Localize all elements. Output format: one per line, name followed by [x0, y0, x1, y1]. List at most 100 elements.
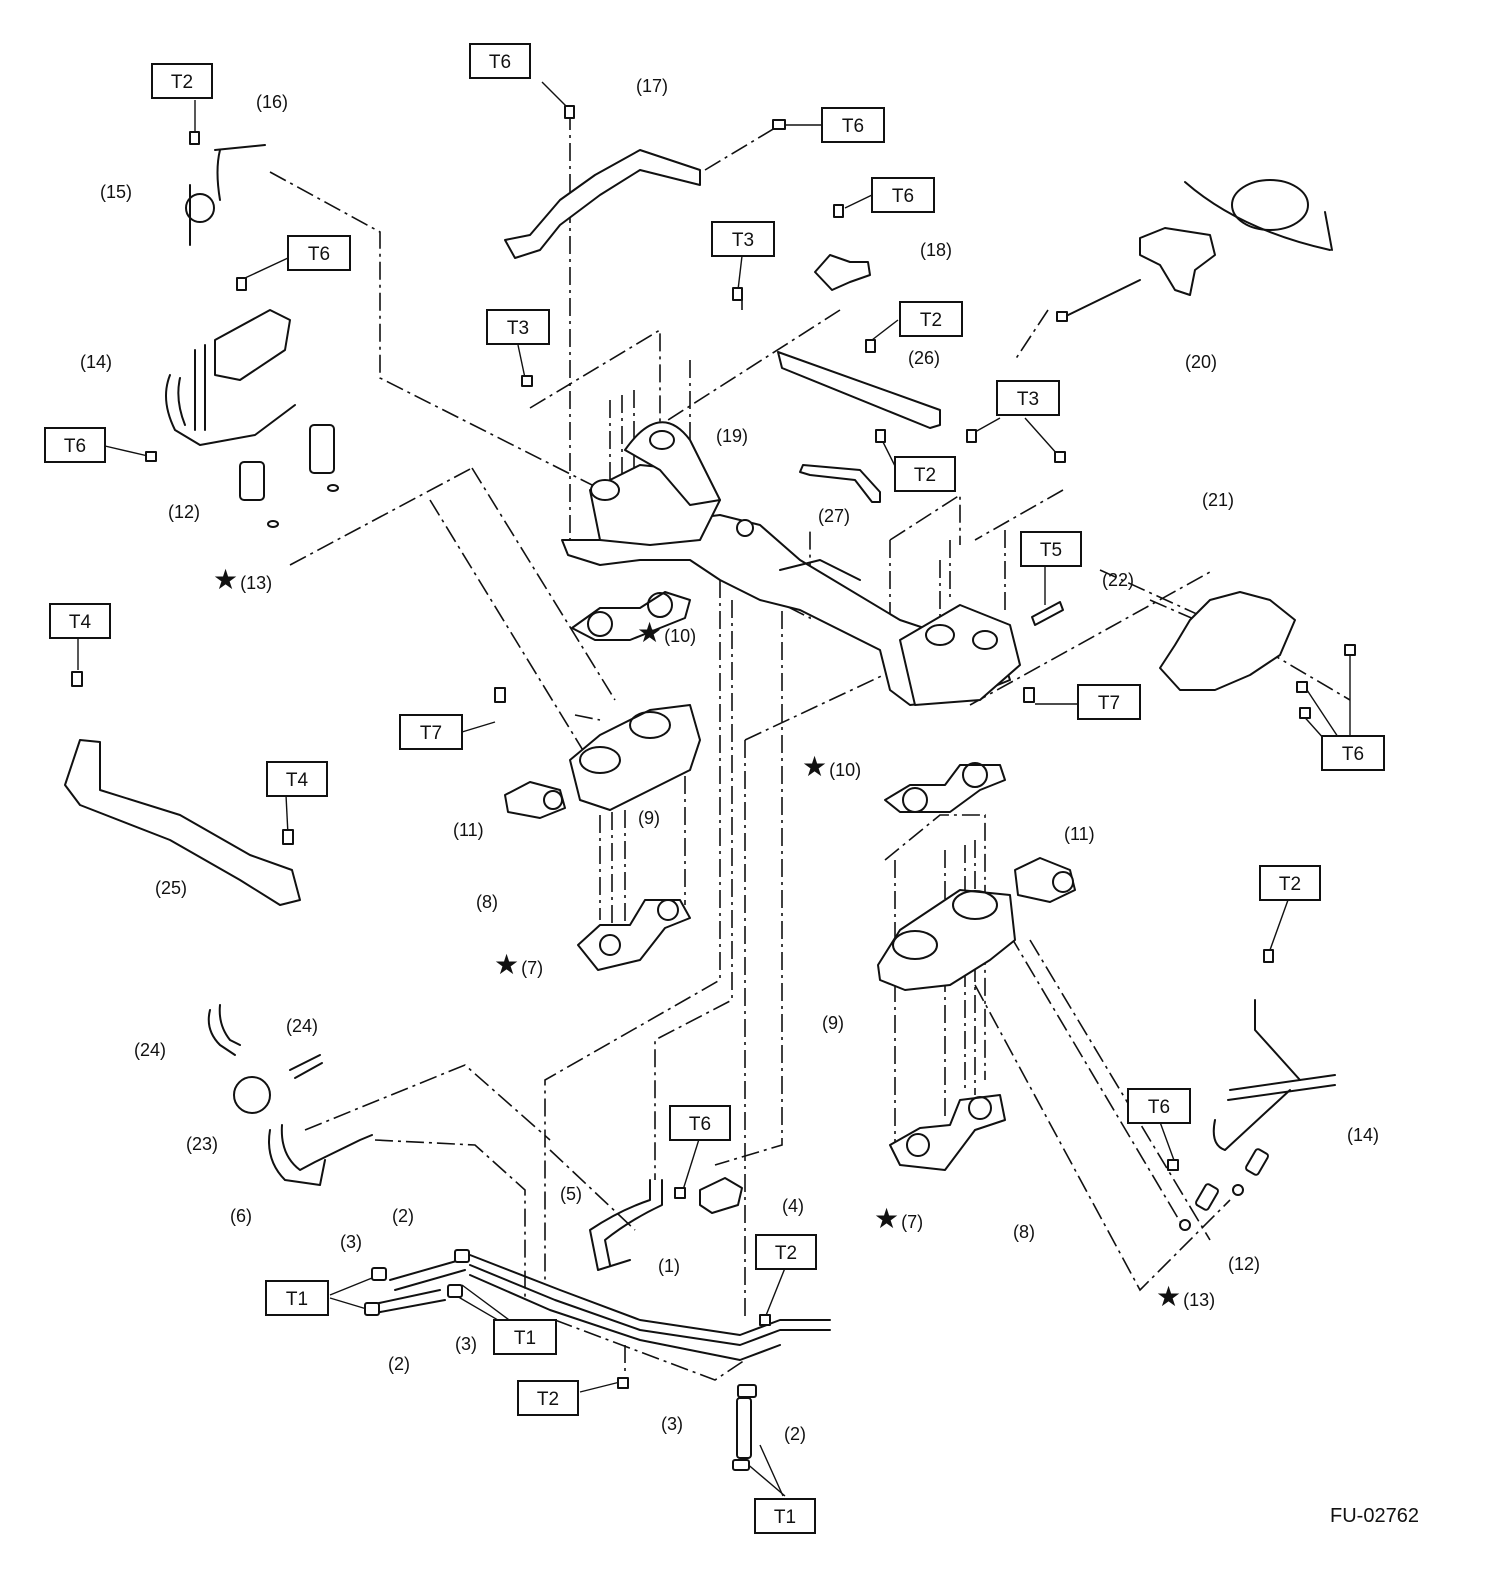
callout-7: ★(7) — [494, 949, 543, 980]
purge-control-assembly-left — [165, 144, 296, 446]
torque-labels: T2 T6 T6 T6 T3 T6 T3 T2 T3 T6 T2 T5 T4 T… — [44, 43, 1385, 1534]
gasket-10-upper — [571, 591, 691, 641]
callout-22: (22) — [1102, 570, 1134, 590]
bracket-17 — [504, 149, 701, 259]
torque-label-t6: T6 — [821, 107, 885, 143]
torque-label-t6: T6 — [1321, 735, 1385, 771]
svg-text:T2: T2 — [920, 310, 942, 331]
throttle-body-left — [504, 704, 701, 819]
callout-8: (8) — [476, 892, 498, 912]
torque-label-t1: T1 — [754, 1498, 816, 1534]
torque-label-t6: T6 — [871, 177, 935, 213]
svg-text:T3: T3 — [507, 318, 529, 339]
callout-24: (24) — [134, 1040, 166, 1060]
callout-10: ★(10) — [802, 751, 861, 782]
callout-13: ★(13) — [213, 564, 272, 595]
parts — [64, 105, 1356, 1471]
bolts — [71, 105, 1356, 1389]
svg-text:T3: T3 — [1017, 389, 1039, 410]
torque-label-t5: T5 — [1020, 531, 1082, 567]
svg-text:T1: T1 — [514, 1328, 536, 1349]
svg-text:T6: T6 — [1342, 744, 1364, 765]
fuel-pipe-right — [1179, 999, 1336, 1231]
torque-label-t4: T4 — [49, 603, 111, 639]
torque-label-t2: T2 — [517, 1380, 579, 1416]
throttle-body-right — [877, 857, 1076, 991]
callout-13: ★(13) — [1156, 1281, 1215, 1312]
bracket-26 — [777, 351, 941, 429]
gasket-7-right — [889, 1094, 1006, 1171]
torque-label-t3: T3 — [711, 221, 775, 257]
stud-22 — [1031, 601, 1064, 626]
svg-text:T6: T6 — [689, 1114, 711, 1135]
figure-id: FU-02762 — [1330, 1505, 1419, 1527]
callout-19: (19) — [716, 426, 748, 446]
callout-12: (12) — [168, 502, 200, 522]
bracket-27 — [799, 464, 881, 503]
torque-label-t6: T6 — [469, 43, 531, 79]
svg-text:T6: T6 — [1148, 1097, 1170, 1118]
callout-24: (24) — [286, 1016, 318, 1036]
torque-label-t2: T2 — [1259, 865, 1321, 901]
torque-label-t2: T2 — [151, 63, 213, 99]
part-callouts: (16) (17) (15) (18) (14) (26) (20) (19) … — [80, 76, 1379, 1444]
callout-27: (27) — [818, 506, 850, 526]
svg-text:T4: T4 — [69, 612, 92, 633]
bracket-20 — [1061, 179, 1333, 319]
torque-label-t6: T6 — [287, 235, 351, 271]
assembly-guide-lines — [269, 112, 1351, 1381]
svg-text:T6: T6 — [489, 52, 511, 73]
callout-26: (26) — [908, 348, 940, 368]
torque-label-t7: T7 — [1077, 684, 1141, 720]
callout-20: (20) — [1185, 352, 1217, 372]
callout-21: (21) — [1202, 490, 1234, 510]
callout-9: (9) — [822, 1013, 844, 1033]
callout-8: (8) — [1013, 1222, 1035, 1242]
callout-1: (1) — [658, 1256, 680, 1276]
svg-text:T2: T2 — [537, 1389, 559, 1410]
svg-text:T2: T2 — [775, 1243, 797, 1264]
cover-21 — [1159, 591, 1296, 691]
callout-7: ★(7) — [874, 1203, 923, 1234]
svg-text:T2: T2 — [171, 72, 193, 93]
callout-2: (2) — [388, 1354, 410, 1374]
callout-23: (23) — [186, 1134, 218, 1154]
torque-label-t1: T1 — [493, 1319, 557, 1355]
hose-5-and-part-4 — [589, 1177, 743, 1271]
callout-17: (17) — [636, 76, 668, 96]
callout-12: (12) — [1228, 1254, 1260, 1274]
svg-text:T6: T6 — [892, 186, 914, 207]
torque-label-t4: T4 — [266, 761, 328, 797]
callout-14: (14) — [80, 352, 112, 372]
torque-label-t6: T6 — [669, 1105, 731, 1141]
bracket-25 — [64, 739, 301, 906]
hoses-upper-left — [207, 1004, 373, 1186]
callout-14: (14) — [1347, 1125, 1379, 1145]
callout-10: ★(10) — [637, 617, 696, 648]
callout-3: (3) — [340, 1232, 362, 1252]
torque-label-t3: T3 — [486, 309, 550, 345]
callout-3: (3) — [455, 1334, 477, 1354]
leader-lines — [77, 81, 1351, 1497]
svg-text:T6: T6 — [308, 244, 330, 265]
svg-text:T7: T7 — [1098, 693, 1120, 714]
callout-15: (15) — [100, 182, 132, 202]
svg-text:T6: T6 — [64, 436, 86, 457]
intake-manifold — [561, 421, 1021, 706]
torque-label-t1: T1 — [265, 1280, 329, 1316]
gasket-10-lower — [884, 762, 1006, 813]
callout-18: (18) — [920, 240, 952, 260]
bracket-18 — [814, 254, 871, 291]
torque-label-t6: T6 — [1127, 1088, 1191, 1124]
callout-6: (6) — [230, 1206, 252, 1226]
svg-text:T1: T1 — [286, 1289, 308, 1310]
fuel-pipe-1 — [364, 1249, 831, 1471]
callout-2: (2) — [392, 1206, 414, 1226]
svg-text:T2: T2 — [914, 465, 936, 486]
svg-text:T6: T6 — [842, 116, 864, 137]
torque-label-t2: T2 — [899, 301, 963, 337]
callout-4: (4) — [782, 1196, 804, 1216]
callout-11: (11) — [1064, 824, 1095, 844]
torque-label-t2: T2 — [894, 456, 956, 492]
